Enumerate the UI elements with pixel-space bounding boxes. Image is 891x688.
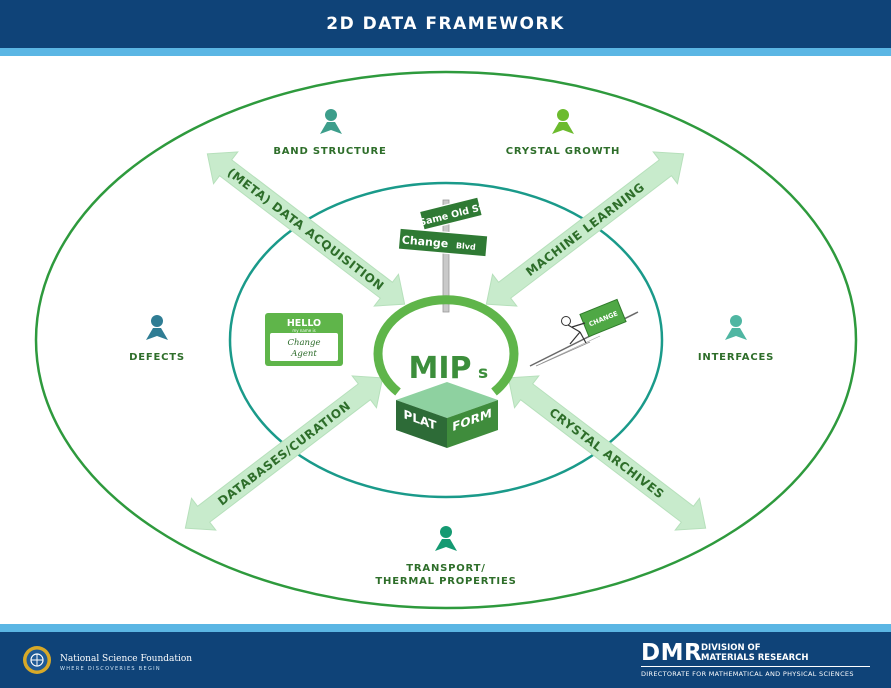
dmr-division-of: DIVISION OF	[701, 643, 761, 653]
person-icon	[320, 109, 342, 134]
label-crystal-growth: CRYSTAL GROWTH	[506, 146, 620, 157]
arrow-bottom-left: DATABASES/CURATION	[184, 375, 384, 531]
street-sign: Same Old St Change Blvd	[397, 196, 489, 313]
badge-hello: HELLO	[287, 318, 321, 329]
label-interfaces: INTERFACES	[698, 352, 774, 363]
transport-node: TRANSPORT/ THERMAL PROPERTIES	[375, 526, 516, 587]
arrow-top-left: (META) DATA ACQUISITION	[206, 151, 406, 307]
badge-my-name-is: my name is	[292, 328, 315, 333]
label-defects: DEFECTS	[129, 352, 185, 363]
nsf-tagline: WHERE DISCOVERIES BEGIN	[60, 666, 161, 672]
person-icon	[435, 526, 457, 551]
arrow-label-crystal-archives: CRYSTAL ARCHIVES	[547, 405, 667, 501]
header-bar	[0, 0, 891, 48]
footer-bar	[0, 632, 891, 688]
arrow-label-databases-curation: DATABASES/CURATION	[215, 398, 353, 508]
mips-suffix: s	[478, 363, 488, 383]
inner-ring	[228, 181, 664, 499]
crystal-growth-node: CRYSTAL GROWTH	[506, 109, 620, 157]
outer-ring	[34, 70, 858, 610]
label-transport-line2: THERMAL PROPERTIES	[375, 576, 516, 587]
badge-name-line2: Agent	[290, 349, 317, 359]
arrow-bottom-right: CRYSTAL ARCHIVES	[507, 375, 707, 531]
defects-node: DEFECTS	[129, 315, 185, 363]
badge-name-line1: Change	[288, 338, 321, 348]
arrow-label-machine-learning: MACHINE LEARNING	[523, 180, 647, 279]
header-stripe	[0, 48, 891, 56]
interfaces-node: INTERFACES	[698, 315, 774, 363]
label-transport-line1: TRANSPORT/	[406, 563, 485, 574]
dmr-logo-text: DMR	[641, 640, 703, 666]
band-structure-node: BAND STRUCTURE	[273, 109, 386, 157]
arrow-top-right: MACHINE LEARNING	[485, 151, 685, 307]
footer-stripe	[0, 624, 891, 632]
page-title: 2D DATA FRAMEWORK	[326, 14, 565, 34]
person-icon	[552, 109, 574, 134]
sign-bottom-suffix: Blvd	[456, 241, 477, 252]
mips-platform: MIP s PLAT FORM	[373, 295, 519, 448]
nsf-name: National Science Foundation	[60, 654, 193, 664]
pushing-change-illustration: CHANGE	[529, 298, 639, 367]
dmr-materials-research: MATERIALS RESEARCH	[701, 653, 809, 663]
sign-bottom-main: Change	[401, 233, 448, 250]
nsf-logo-icon	[23, 646, 51, 674]
dmr-directorate: DIRECTORATE FOR MATHEMATICAL AND PHYSICA…	[641, 670, 854, 678]
mips-label: MIP	[408, 351, 471, 386]
label-band-structure: BAND STRUCTURE	[273, 146, 386, 157]
person-icon	[146, 315, 168, 340]
dmr-divider	[641, 666, 870, 667]
person-icon	[725, 315, 747, 340]
hello-badge: HELLO my name is Change Agent	[265, 313, 343, 366]
